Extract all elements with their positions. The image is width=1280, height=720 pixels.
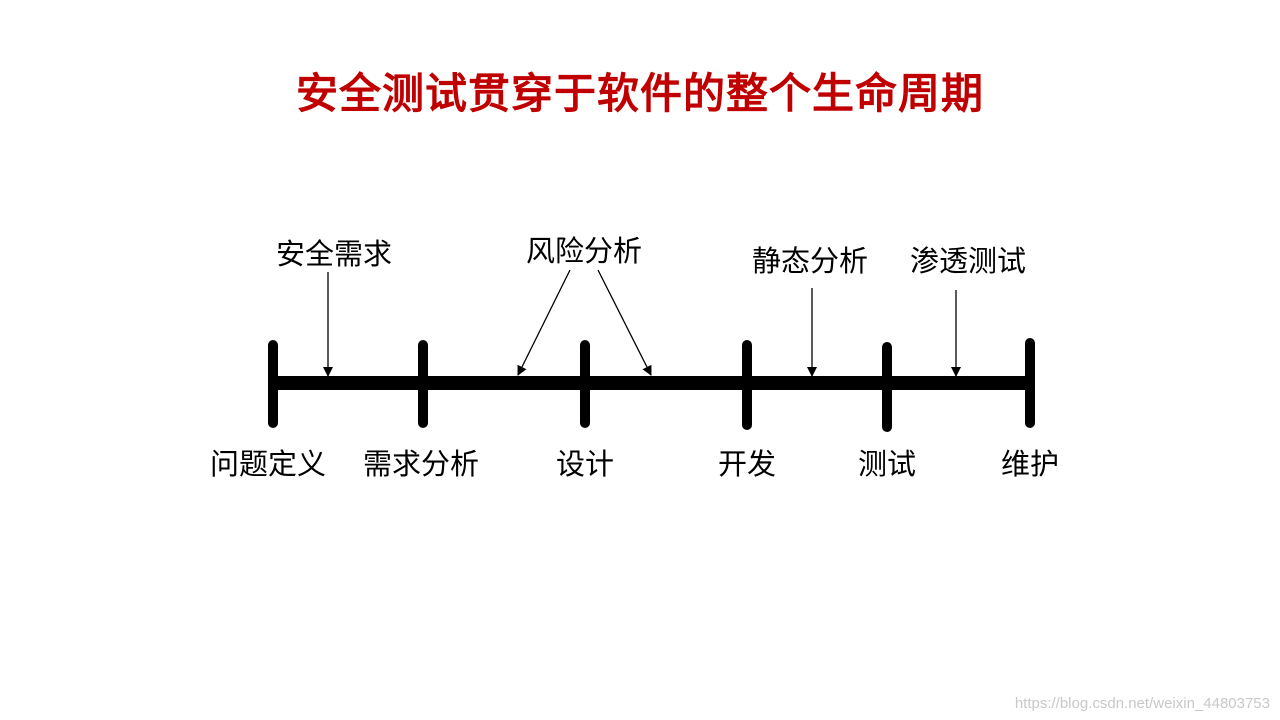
arrow-risk-analysis-development [597, 269, 652, 376]
phase-label-1: 问题定义 [210, 447, 326, 481]
phase-label-2: 需求分析 [363, 447, 479, 481]
slide-title: 安全测试贯穿于软件的整个生命周期 [295, 69, 984, 118]
source-watermark: https://blog.csdn.net/weixin_44803753 [1014, 695, 1270, 712]
activity-label-2: 风险分析 [526, 234, 642, 268]
activity-label-4: 渗透测试 [910, 244, 1026, 278]
phase-label-4: 开发 [718, 447, 776, 481]
phase-label-6: 维护 [1001, 447, 1059, 481]
activity-label-3: 静态分析 [752, 244, 868, 278]
arrow-risk-analysis-design [517, 269, 571, 376]
activity-label-1: 安全需求 [276, 237, 392, 271]
phase-label-3: 设计 [556, 447, 614, 481]
phase-label-5: 测试 [858, 447, 916, 481]
